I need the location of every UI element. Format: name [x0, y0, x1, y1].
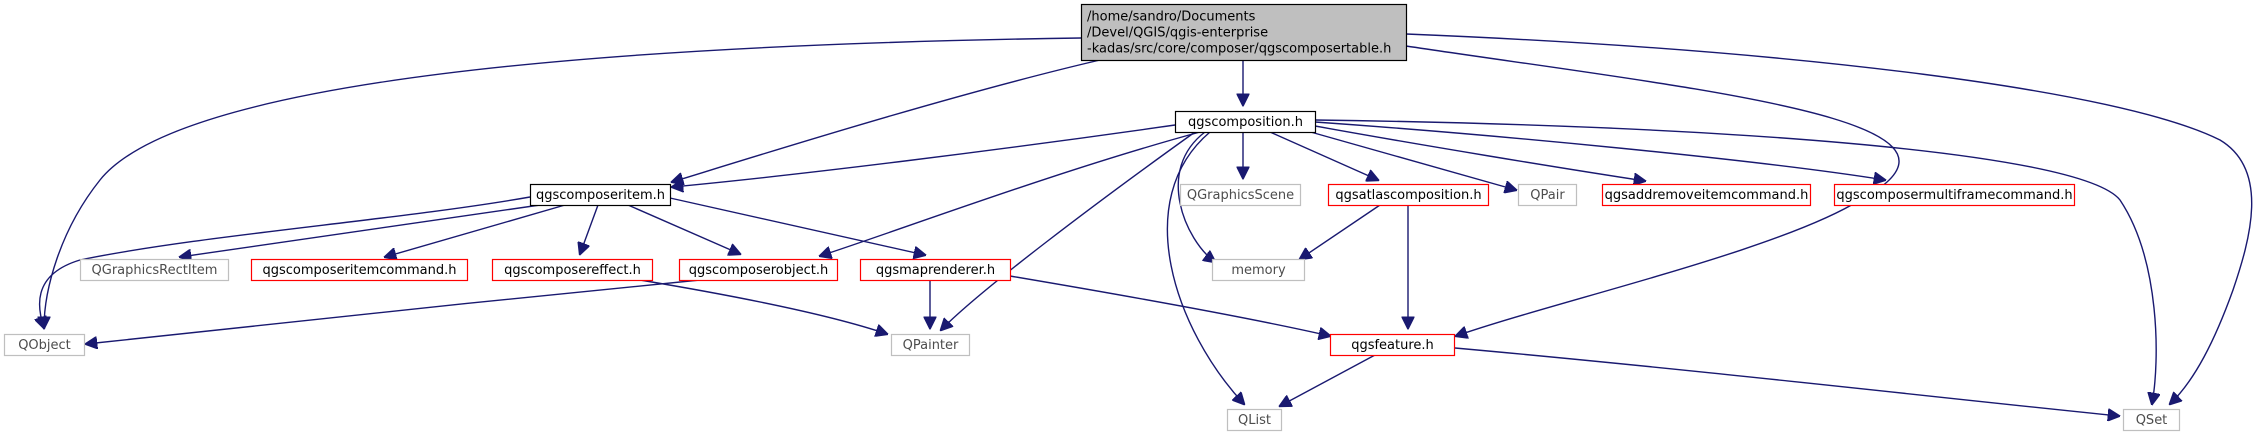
edge-qgsatlascomposition-to-memory: [1300, 204, 1381, 259]
node-label: /Devel/QGIS/qgis-enterprise: [1087, 26, 1268, 41]
node-box: [1833, 183, 2076, 207]
node-box: [1601, 183, 1812, 207]
node-qgscomposereffect[interactable]: qgscomposereffect.h: [491, 258, 654, 282]
edge-qgscomposition-to-qgsaddremoveitemcommand: [1314, 125, 1645, 181]
node-qgsmaprenderer[interactable]: qgsmaprenderer.h: [859, 258, 1012, 282]
node-QGraphicsRectItem: QGraphicsRectItem: [79, 258, 230, 282]
node-label: qgscomposeritemcommand.h: [263, 263, 457, 278]
node-box: [79, 258, 230, 282]
node-label: qgsfeature.h: [1351, 338, 1434, 353]
edge-qgsfeature-to-QSet: [1454, 347, 2119, 416]
edge-qgscomposeritem-to-QGraphicsRectItem: [180, 204, 541, 257]
edge-qgscomposeritem-to-qgsmaprenderer: [669, 197, 925, 255]
node-QList: QList: [1226, 408, 1283, 432]
node-box: [678, 258, 839, 282]
node-label: QSet: [2136, 413, 2168, 428]
node-qgscomposeritem[interactable]: qgscomposeritem.h: [529, 183, 672, 207]
node-box: [1329, 333, 1456, 357]
node-box: [1080, 3, 1408, 62]
edge-qgscomposition-to-qgsatlascomposition: [1269, 131, 1378, 180]
edge-qgsfeature-to-QList: [1280, 354, 1376, 406]
node-root[interactable]: /home/sandro/Documents/Devel/QGIS/qgis-e…: [1080, 3, 1408, 62]
node-label: QPainter: [903, 338, 959, 353]
node-QPainter: QPainter: [890, 333, 971, 357]
node-box: [491, 258, 654, 282]
node-label: qgsmaprenderer.h: [876, 263, 995, 278]
node-box: [1179, 183, 1302, 207]
node-label: qgscomposition.h: [1188, 115, 1303, 130]
node-QPair: QPair: [1517, 183, 1578, 207]
edge-root-to-QSet: [1405, 33, 2253, 404]
node-label: QObject: [18, 338, 71, 353]
node-box: [2122, 408, 2181, 432]
edge-qgscomposition-to-qgscomposerobject: [820, 131, 1201, 256]
edge-qgscomposition-to-QList: [1166, 131, 1244, 404]
node-label: QGraphicsScene: [1187, 188, 1294, 203]
node-qgsatlascomposition[interactable]: qgsatlascomposition.h: [1327, 183, 1490, 207]
node-qgscomposermultiframecommand[interactable]: qgscomposermultiframecommand.h: [1833, 183, 2076, 207]
edge-root-to-qgscomposeritem: [672, 59, 1101, 182]
node-label: QGraphicsRectItem: [92, 263, 218, 278]
node-label: -kadas/src/core/composer/qgscomposertabl…: [1087, 42, 1391, 57]
node-box: [859, 258, 1012, 282]
node-qgscomposition[interactable]: qgscomposition.h: [1174, 110, 1317, 134]
edge-qgscomposeritem-to-qgscomposeritemcommand: [385, 204, 566, 257]
node-qgsfeature[interactable]: qgsfeature.h: [1329, 333, 1456, 357]
node-qgscomposeritemcommand[interactable]: qgscomposeritemcommand.h: [250, 258, 469, 282]
node-qgscomposerobject[interactable]: qgscomposerobject.h: [678, 258, 839, 282]
node-box: [1211, 258, 1306, 282]
node-label: qgsaddremoveitemcommand.h: [1605, 188, 1809, 203]
node-box: [1174, 110, 1317, 134]
nodes-layer: /home/sandro/Documents/Devel/QGIS/qgis-e…: [3, 3, 2181, 432]
node-label: qgscomposermultiframecommand.h: [1836, 188, 2072, 203]
node-label: memory: [1231, 263, 1286, 278]
edge-qgscomposeritem-to-QObject: [40, 196, 531, 328]
edge-qgscomposereffect-to-QPainter: [639, 279, 887, 334]
node-label: qgscomposereffect.h: [504, 263, 641, 278]
node-label: /home/sandro/Documents: [1087, 10, 1256, 25]
node-label: QList: [1238, 413, 1271, 428]
edge-qgsmaprenderer-to-qgsfeature: [1009, 275, 1330, 336]
node-QObject: QObject: [3, 333, 86, 357]
edge-qgscomposition-to-qgscomposermultiframecommand: [1314, 121, 1885, 180]
node-box: [890, 333, 971, 357]
node-box: [1517, 183, 1578, 207]
node-QGraphicsScene: QGraphicsScene: [1179, 183, 1302, 207]
edge-root-to-qgsfeature: [1405, 45, 1900, 336]
edge-qgscomposition-to-QPair: [1299, 128, 1516, 190]
edges-layer: [40, 33, 2253, 416]
edge-qgscomposition-to-QSet: [1314, 119, 2156, 404]
edge-qgscomposition-to-qgscomposeritem: [672, 124, 1176, 187]
edge-qgscomposeritem-to-qgscomposerobject: [627, 204, 740, 254]
edge-root-to-QObject: [44, 37, 1082, 328]
node-label: qgscomposerobject.h: [689, 263, 829, 278]
node-box: [3, 333, 86, 357]
node-box: [1226, 408, 1283, 432]
node-box: [1327, 183, 1490, 207]
node-box: [250, 258, 469, 282]
node-box: [529, 183, 672, 207]
edge-qgscomposeritem-to-qgscomposereffect: [580, 204, 599, 254]
node-label: qgscomposeritem.h: [536, 188, 665, 203]
edge-qgscomposition-to-QPainter: [941, 131, 1196, 330]
node-label: qgsatlascomposition.h: [1335, 188, 1481, 203]
edge-qgscomposerobject-to-QObject: [86, 279, 701, 344]
node-memory: memory: [1211, 258, 1306, 282]
node-qgsaddremoveitemcommand[interactable]: qgsaddremoveitemcommand.h: [1601, 183, 1812, 207]
node-label: QPair: [1530, 188, 1565, 203]
node-QSet: QSet: [2122, 408, 2181, 432]
